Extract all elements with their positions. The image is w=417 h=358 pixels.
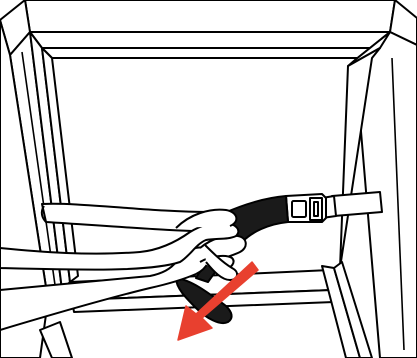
- buckle: [286, 194, 326, 222]
- chair-frame-top: [25, 0, 395, 58]
